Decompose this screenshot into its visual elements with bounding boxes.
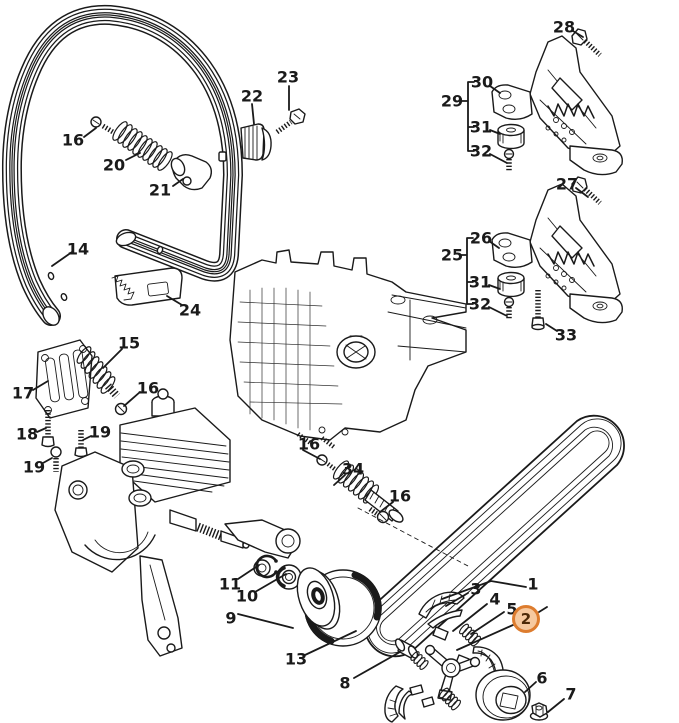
part-label-4[interactable]: 4 — [489, 589, 501, 609]
clutch-art — [384, 591, 549, 723]
av-mount-top-art — [492, 29, 622, 175]
part-label-17[interactable]: 17 — [11, 383, 35, 403]
belt-art — [364, 414, 625, 658]
part-label-19-b[interactable]: 19 — [22, 457, 46, 477]
part-label-1[interactable]: 1 — [527, 574, 539, 594]
part-label-7[interactable]: 7 — [565, 684, 577, 704]
part-label-16-handle[interactable]: 16 — [61, 130, 85, 150]
part-label-14[interactable]: 14 — [66, 239, 90, 259]
part-label-21[interactable]: 21 — [148, 180, 172, 200]
grip-molding-art — [111, 267, 183, 306]
part-label-5[interactable]: 5 — [506, 599, 518, 619]
screw-33-art — [531, 290, 545, 331]
clamp-bolt-art — [240, 108, 306, 161]
av-spring-34-art — [316, 454, 469, 567]
av-mount-mid-art — [492, 177, 622, 323]
part-label-26[interactable]: 26 — [469, 228, 493, 248]
part-label-27[interactable]: 27 — [555, 174, 579, 194]
part-label-23[interactable]: 23 — [276, 67, 300, 87]
part-label-8[interactable]: 8 — [339, 673, 351, 693]
part-label-18[interactable]: 18 — [15, 424, 39, 444]
crankcase-art — [229, 249, 467, 449]
pulley-art — [255, 554, 382, 647]
part-label-32-top[interactable]: 32 — [469, 141, 493, 161]
part-label-29[interactable]: 29 — [440, 91, 464, 111]
part-label-28[interactable]: 28 — [552, 17, 576, 37]
part-label-32-mid[interactable]: 32 — [468, 294, 492, 314]
part-label-9[interactable]: 9 — [225, 608, 237, 628]
part-label-31-top[interactable]: 31 — [469, 117, 493, 137]
part-label-24[interactable]: 24 — [178, 300, 202, 320]
part-label-10[interactable]: 10 — [235, 586, 259, 606]
part-label-16-spring-right[interactable]: 16 — [388, 486, 412, 506]
engine-art — [54, 388, 301, 657]
part-label-15[interactable]: 15 — [117, 333, 141, 353]
part-label-16-bracket[interactable]: 16 — [136, 378, 160, 398]
part-label-25[interactable]: 25 — [440, 245, 464, 265]
part-label-34[interactable]: 34 — [341, 459, 365, 479]
part-label-6[interactable]: 6 — [536, 668, 548, 688]
leader-lines — [32, 30, 589, 713]
part-label-3[interactable]: 3 — [470, 579, 482, 599]
part-label-31-mid[interactable]: 31 — [468, 272, 492, 292]
part-label-20[interactable]: 20 — [102, 155, 126, 175]
part-label-11[interactable]: 11 — [218, 574, 242, 594]
handle-spring-art — [90, 116, 213, 191]
part-label-13[interactable]: 13 — [284, 649, 308, 669]
part-label-16-spring-left[interactable]: 16 — [297, 434, 321, 454]
handlebar-art — [12, 15, 233, 328]
part-label-33[interactable]: 33 — [554, 325, 578, 345]
mount-bracket-art — [35, 339, 128, 472]
part-label-30[interactable]: 30 — [470, 72, 494, 92]
part-label-19-a[interactable]: 19 — [88, 422, 112, 442]
highlighted-part-2[interactable]: 2 — [512, 605, 540, 633]
part-label-22[interactable]: 22 — [240, 86, 264, 106]
